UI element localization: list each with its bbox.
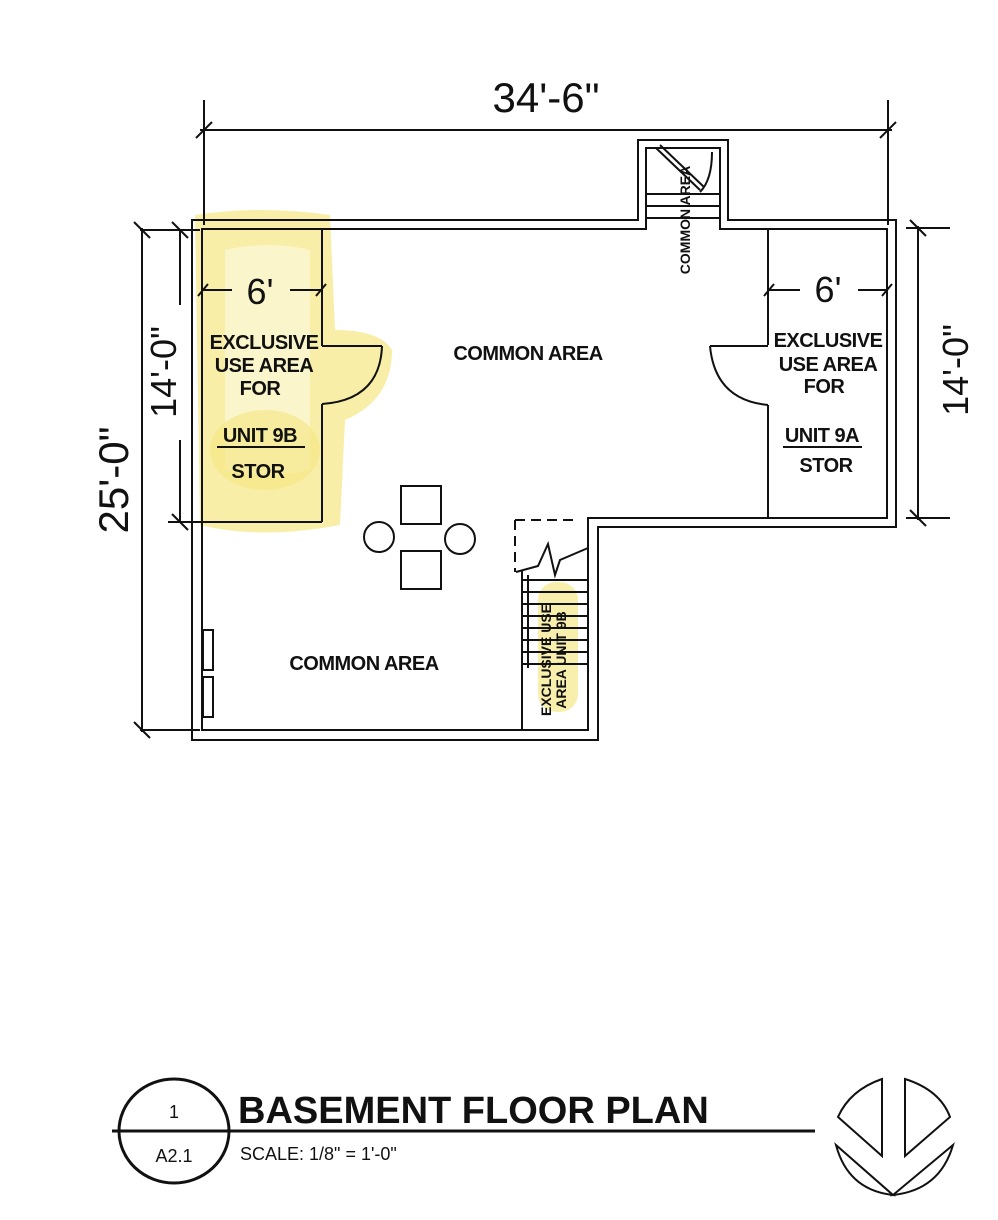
top-stair [646, 144, 720, 219]
svg-text:EXCLUSIVE USE: EXCLUSIVE USE [538, 604, 554, 716]
table-and-chairs [363, 485, 476, 590]
svg-text:STOR: STOR [799, 455, 853, 477]
common-area-lower-label: COMMON AREA [289, 653, 438, 675]
right-storage-depth-dimension [906, 219, 950, 527]
svg-text:EXCLUSIVE: EXCLUSIVE [774, 330, 883, 352]
north-arrow-icon [834, 1077, 955, 1197]
svg-text:UNIT 9B: UNIT 9B [223, 425, 297, 447]
detail-bubble: 1 A2.1 [112, 1077, 815, 1185]
drawing-title: BASEMENT FLOOR PLAN [238, 1090, 709, 1132]
overall-depth-dimension [133, 221, 208, 739]
stair-common-area-label: COMMON AREA [677, 166, 693, 274]
unit-9b-label: EXCLUSIVE USE AREA FOR UNIT 9B STOR [210, 332, 320, 483]
lower-stair [514, 519, 589, 730]
overall-width-label: 34'-6" [493, 74, 600, 121]
svg-text:UNIT 9A: UNIT 9A [785, 425, 859, 447]
unit-9a-storage-walls [709, 229, 893, 518]
unit-9a-width-label: 6' [815, 269, 842, 310]
svg-text:EXCLUSIVE: EXCLUSIVE [210, 332, 319, 354]
detail-number: 1 [169, 1102, 179, 1122]
exterior-walls [191, 139, 897, 741]
svg-text:AREA UNIT 9B: AREA UNIT 9B [553, 611, 569, 709]
unit-9b-storage-walls [197, 229, 383, 523]
left-wall-window [202, 629, 214, 718]
svg-text:USE AREA: USE AREA [215, 355, 314, 377]
stair-exclusive-use-label: EXCLUSIVE USE AREA UNIT 9B [538, 604, 569, 716]
common-area-upper-label: COMMON AREA [453, 343, 602, 365]
sheet-number: A2.1 [155, 1146, 192, 1166]
svg-text:USE AREA: USE AREA [779, 354, 878, 376]
svg-text:FOR: FOR [804, 376, 846, 398]
overall-depth-label: 25'-0" [90, 427, 137, 534]
left-storage-depth-label: 14'-0" [143, 326, 184, 418]
drawing-scale: SCALE: 1/8" = 1'-0" [240, 1144, 397, 1164]
unit-9b-width-label: 6' [247, 271, 274, 312]
right-storage-depth-label: 14'-0" [935, 324, 976, 416]
overall-width-dimension [195, 100, 897, 225]
svg-text:STOR: STOR [231, 461, 285, 483]
svg-text:FOR: FOR [240, 378, 282, 400]
unit-9b-highlight [195, 210, 578, 712]
unit-9a-label: EXCLUSIVE USE AREA FOR UNIT 9A STOR [774, 330, 884, 477]
